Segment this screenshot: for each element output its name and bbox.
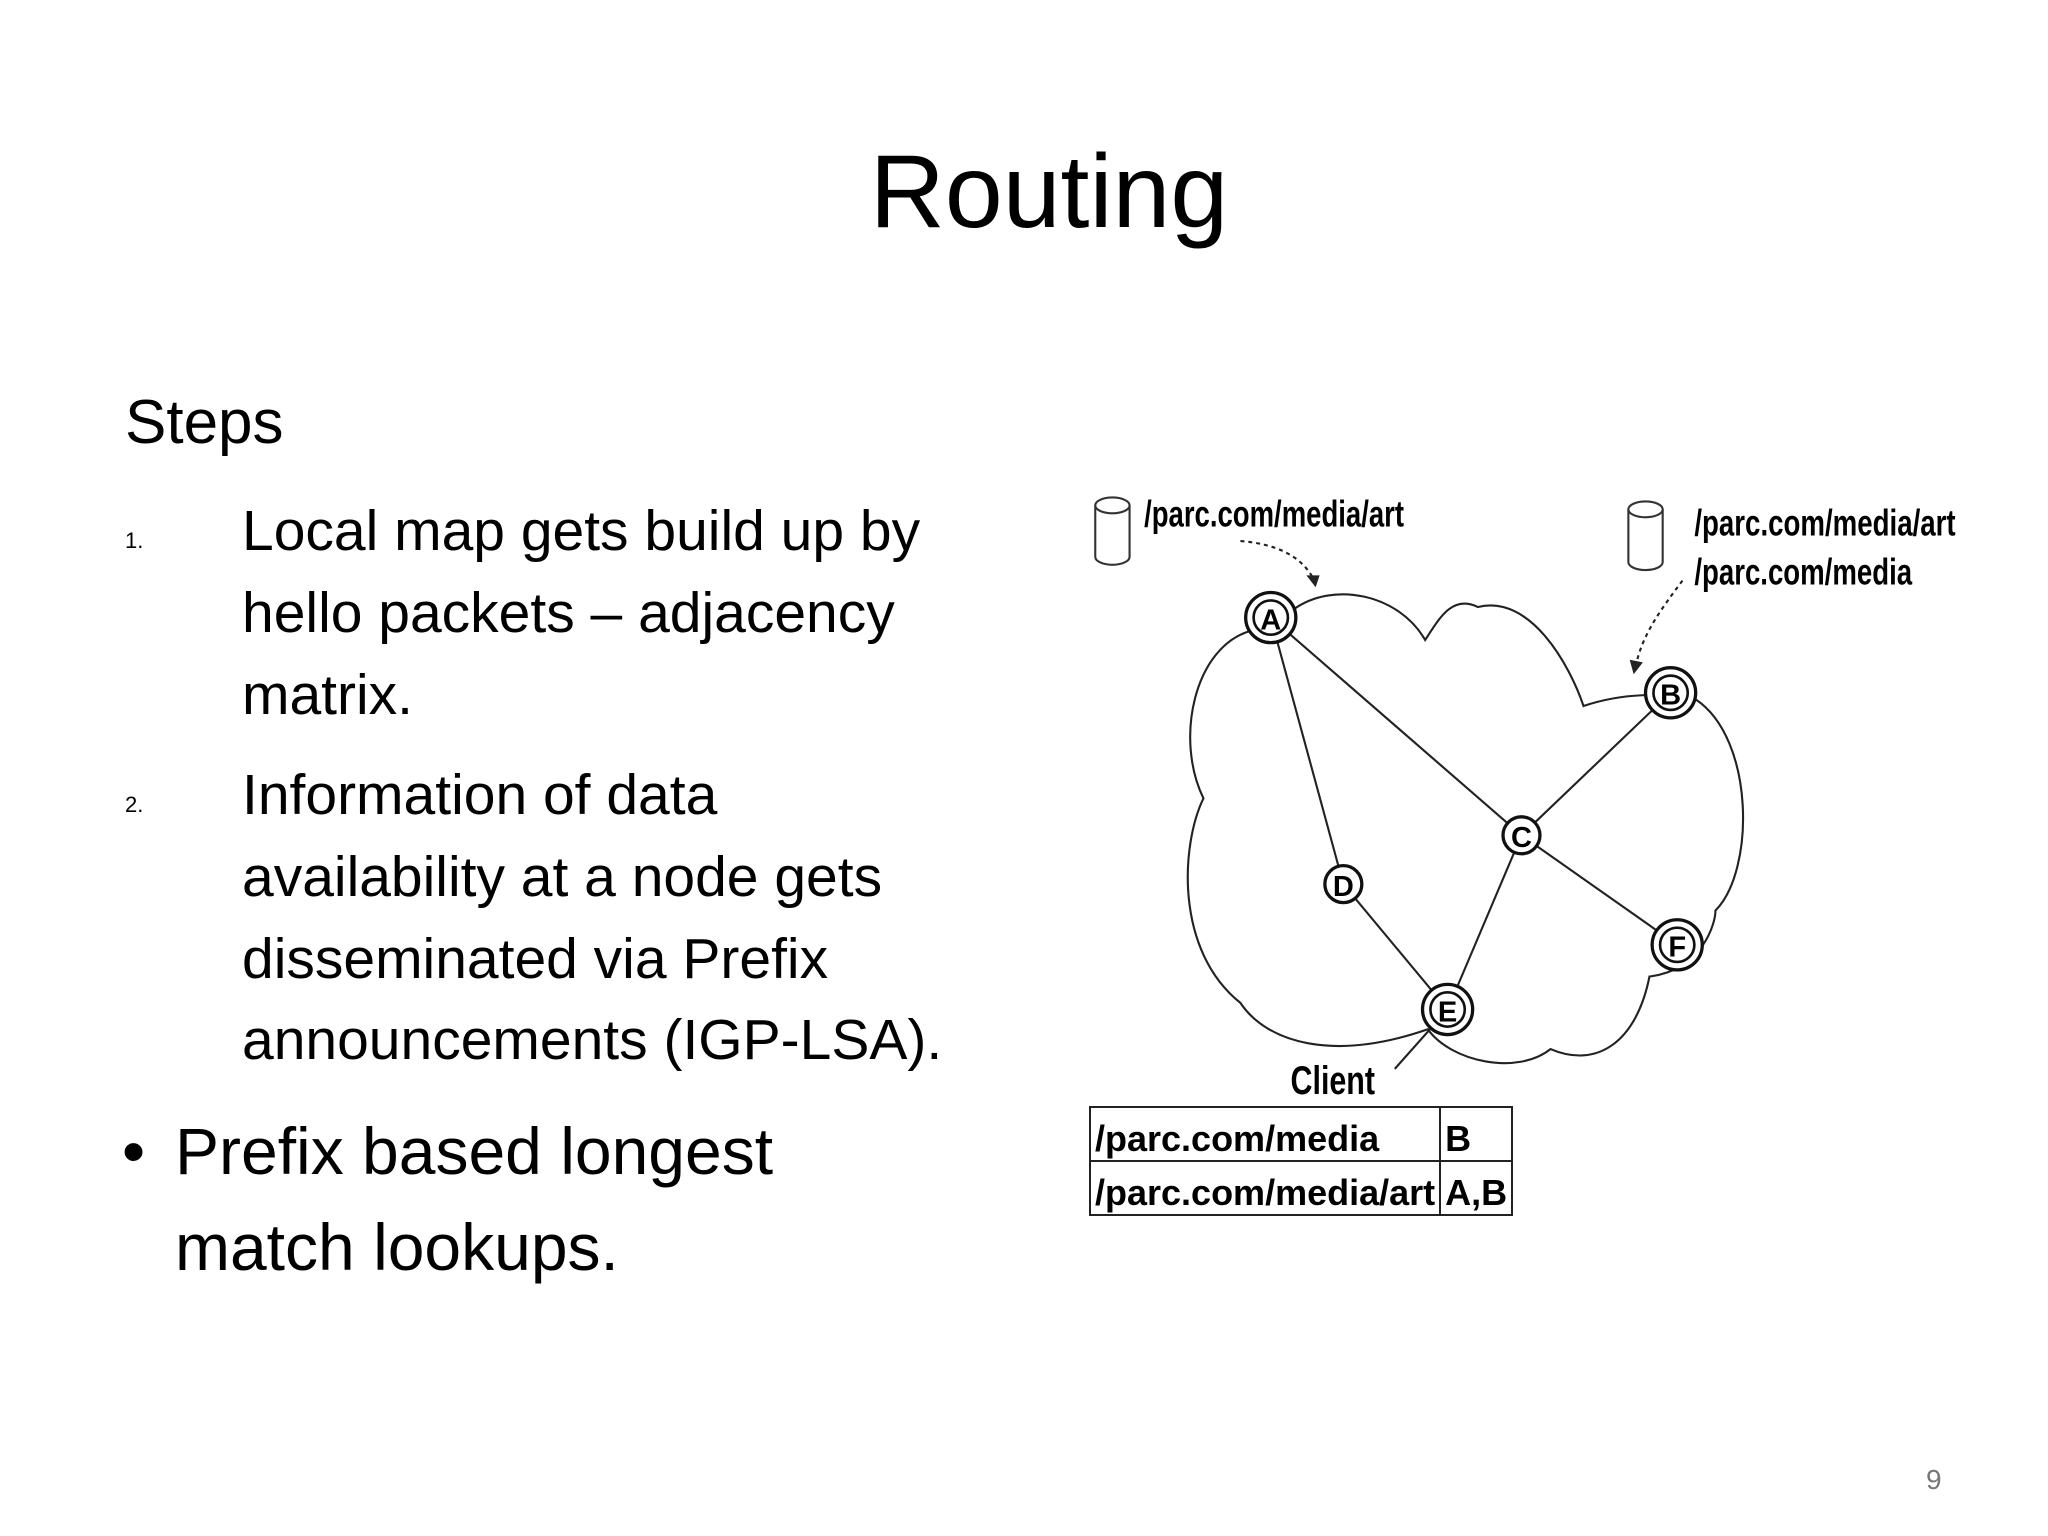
step-text-line: hello packets – adjacency [242,581,895,645]
step-text-line: matrix. [242,663,413,727]
step-text-line: Local map gets build up by [242,499,921,563]
step-number: 1. [125,528,144,553]
node-E: E [1420,982,1475,1037]
step-text-line: disseminated via Prefix [242,927,829,991]
svg-text:B: B [1660,680,1681,712]
store-right-label: /parc.com/media [1694,552,1912,593]
slide-title: Routing [869,134,1229,250]
step-number: 2. [125,792,144,817]
node-B: B [1643,666,1698,720]
node-F: F [1650,918,1704,972]
svg-text:C: C [1511,822,1532,854]
svg-text:D: D [1333,871,1354,903]
store-left-label: /parc.com/media/art [1144,494,1404,535]
announce-arrow [1635,579,1684,664]
node-C: C [1501,815,1542,856]
svg-text:E: E [1438,996,1457,1028]
network-links [1269,616,1678,1070]
prefix-cell: /parc.com/media/art [1088,1160,1442,1216]
prefix-cell: /parc.com/media [1088,1106,1442,1162]
announce-arrow [1240,539,1314,579]
store-right-label: /parc.com/media/art [1694,503,1955,544]
faces-cell: A,B [1439,1160,1514,1216]
page-number: 9 [1926,1464,1942,1495]
database-icon [1094,496,1131,566]
bullet-text-line: match lookups. [175,1210,619,1284]
bullet-text-line: Prefix based longest [175,1114,774,1188]
steps-heading: Steps [125,388,284,457]
node-A: A [1244,590,1298,645]
svg-text:F: F [1668,932,1686,964]
step-text-line: announcements (IGP-LSA). [242,1008,943,1072]
node-D: D [1323,863,1364,905]
svg-text:A: A [1260,604,1281,636]
client-label: Client [1291,1059,1375,1103]
step-text-line: availability at a node gets [242,845,883,909]
faces-cell: B [1439,1106,1514,1162]
bullet-dot: • [122,1114,146,1188]
step-text-line: Information of data [242,763,718,827]
database-icon [1627,500,1664,572]
